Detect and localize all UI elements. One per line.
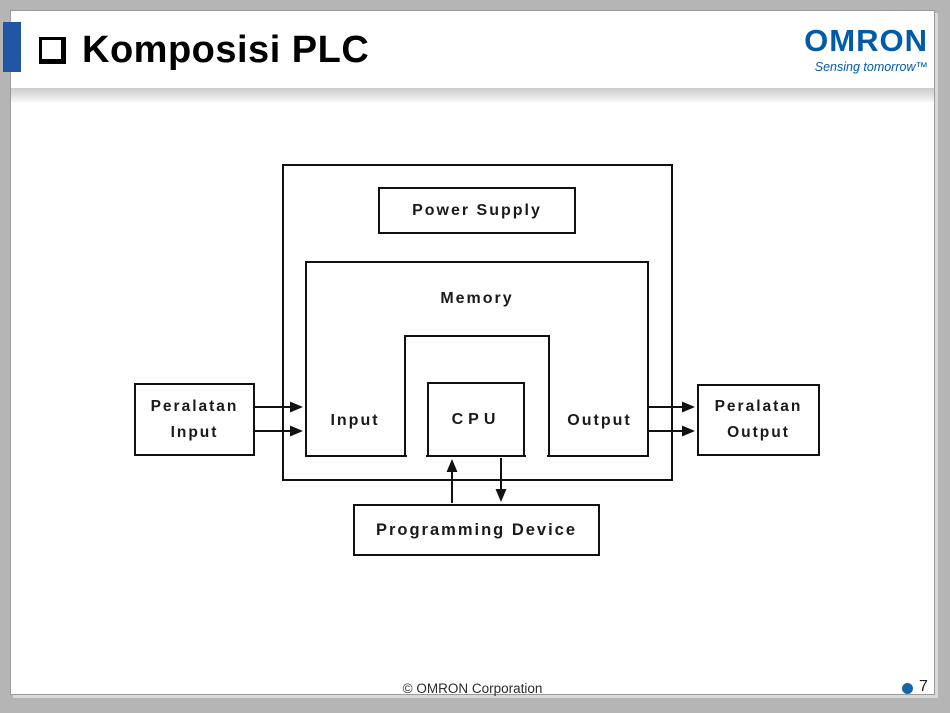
- peralatan-input-block: Peralatan Input: [134, 383, 255, 456]
- peralatan-input-line2: Input: [170, 423, 219, 441]
- memory-bottom-gap-left: [407, 454, 426, 460]
- cpu-label: CPU: [451, 410, 501, 428]
- omron-tagline: Sensing tomorrow™: [814, 60, 928, 74]
- peralatan-input-line1: Peralatan: [150, 397, 239, 415]
- slide: Komposisi PLC OMRON Sensing tomorrow™ Po…: [10, 10, 935, 696]
- plc-outer-box: [282, 164, 673, 481]
- omron-wordmark: OMRON: [804, 23, 928, 58]
- memory-bottom-gap-right: [526, 454, 547, 460]
- cpu-bus-notch: [404, 335, 550, 457]
- blue-accent-bar: [3, 22, 21, 72]
- output-label: Output: [567, 412, 632, 429]
- memory-label-wrap: Memory: [305, 287, 649, 311]
- omron-logo: OMRON Sensing tomorrow™: [768, 23, 928, 74]
- peralatan-output-line1: Peralatan: [714, 398, 803, 415]
- cpu-block: CPU: [427, 382, 525, 457]
- power-supply-block: Power Supply: [378, 187, 576, 234]
- output-label-wrap: Output: [551, 409, 648, 433]
- slide-title: Komposisi PLC: [82, 29, 370, 71]
- peralatan-output-line2: Output: [727, 424, 790, 441]
- programming-device-block: Programming Device: [353, 504, 600, 556]
- title-row: Komposisi PLC: [39, 29, 369, 72]
- input-label: Input: [330, 412, 380, 429]
- page-number: 7: [919, 678, 928, 695]
- blue-dot-icon: [902, 683, 913, 694]
- power-supply-label: Power Supply: [412, 201, 542, 219]
- header-separator: [11, 88, 934, 102]
- square-bullet-icon: [39, 37, 66, 64]
- footer-copyright: © OMRON Corporation: [402, 681, 543, 696]
- programming-device-label: Programming Device: [375, 520, 578, 539]
- input-label-wrap: Input: [307, 409, 403, 433]
- memory-label: Memory: [440, 290, 514, 307]
- peralatan-output-block: Peralatan Output: [697, 384, 820, 456]
